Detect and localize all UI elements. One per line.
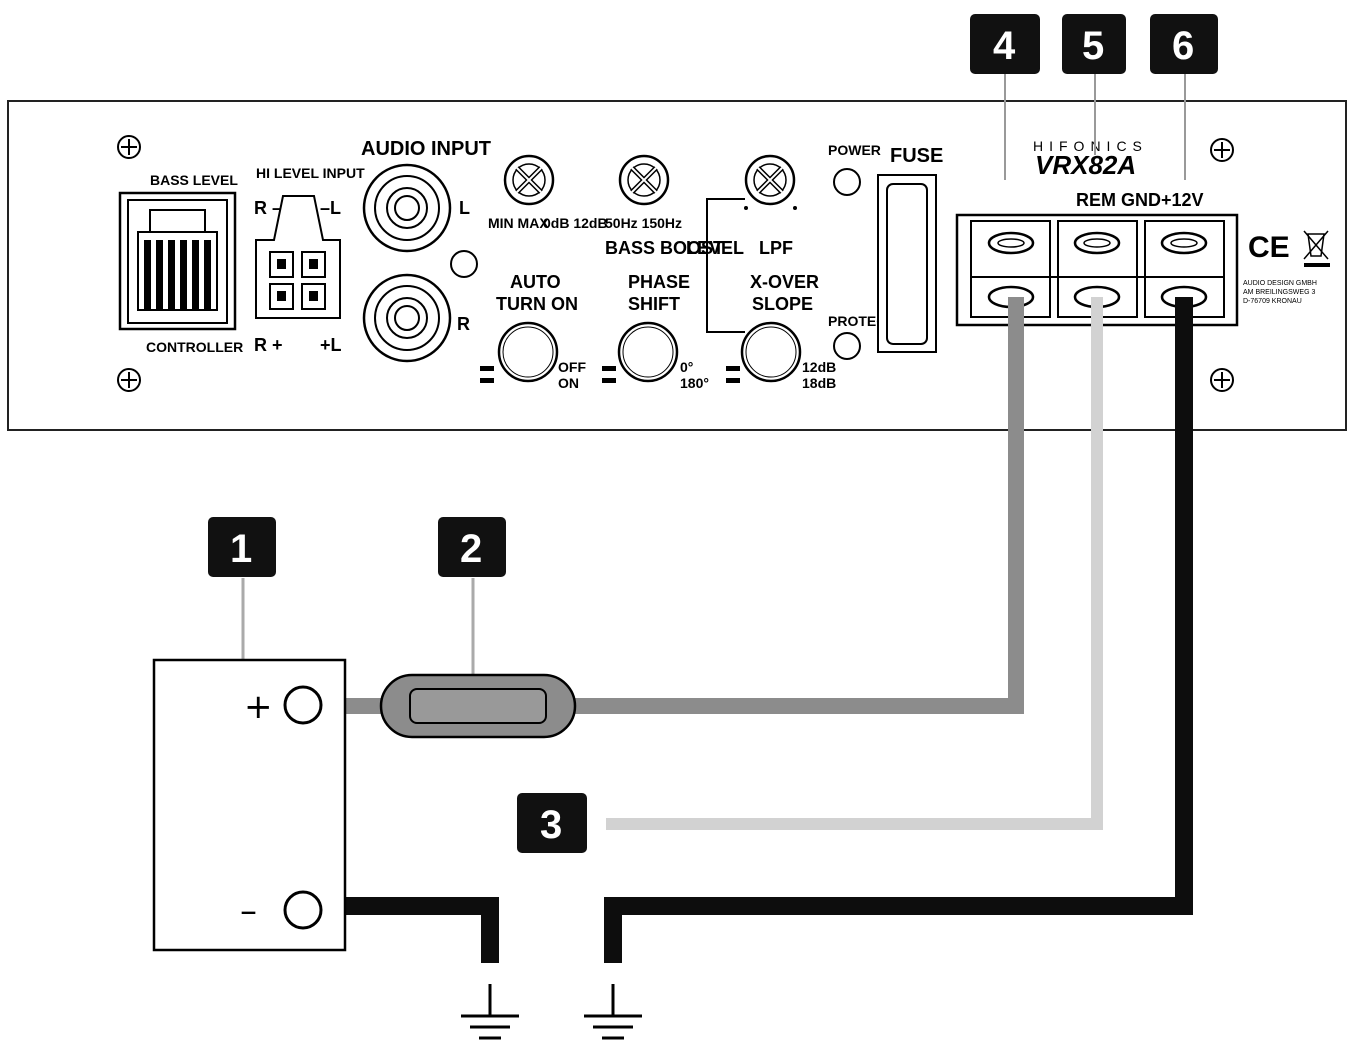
callout-badge-2: 2 — [438, 517, 506, 577]
level-label: LEVEL — [686, 238, 744, 258]
bass-boost-label: BASS BOOST — [605, 238, 724, 258]
callout-badge-4: 4 — [970, 14, 1040, 74]
power-led — [833, 168, 861, 196]
controller-jack[interactable] — [118, 191, 237, 331]
battery-positive-terminal[interactable] — [283, 685, 323, 725]
fuse-label: FUSE — [890, 145, 943, 167]
svg-text:1: 1 — [230, 527, 252, 571]
address-line-2: AM BREILINGSWEG 3 — [1243, 289, 1315, 296]
svg-text:4: 4 — [993, 24, 1016, 68]
auto-on-label: ON — [558, 375, 579, 391]
slope-18db-label: 18dB — [802, 375, 836, 391]
ground-icon — [461, 984, 519, 1040]
fuse-holder — [877, 174, 937, 353]
svg-text:6: 6 — [1172, 24, 1194, 68]
slope-12db-label: 12dB — [802, 359, 836, 375]
weee-bin-icon — [1303, 230, 1330, 267]
address-line-1: AUDIO DESIGN GMBH — [1243, 280, 1317, 287]
hi-r-plus-label: R + — [254, 335, 283, 355]
lpf-knob[interactable] — [744, 154, 797, 210]
switch-indicator — [480, 378, 494, 383]
terminal-screw-gnd[interactable] — [1073, 231, 1121, 309]
brand-name: HIFONICS — [1033, 138, 1148, 154]
switch-indicator — [602, 378, 616, 383]
auto-off-label: OFF — [558, 359, 586, 375]
phase-shift-switch[interactable] — [617, 321, 679, 383]
bass-boost-knob[interactable] — [618, 154, 670, 206]
xover-slope-label-1: X-OVER — [750, 272, 819, 292]
hi-level-input-label: HI LEVEL INPUT — [256, 165, 365, 181]
screw-icon — [117, 368, 141, 392]
screw-icon — [1210, 138, 1234, 162]
amp-ground-wire — [604, 297, 1193, 963]
battery-negative-terminal[interactable] — [283, 890, 323, 930]
xover-slope-switch[interactable] — [740, 321, 802, 383]
audio-input-label: AUDIO INPUT — [361, 138, 491, 160]
auto-turn-on-label-2: TURN ON — [496, 294, 578, 314]
level-knob[interactable] — [503, 154, 555, 206]
battery-plus-label: + — [244, 687, 273, 727]
hi-l-minus-label: –L — [320, 198, 341, 218]
xover-slope-label-2: SLOPE — [752, 294, 813, 314]
lpf-xover-bracket — [706, 198, 745, 333]
hi-r-minus-label: R – — [254, 198, 282, 218]
svg-text:5: 5 — [1082, 24, 1104, 68]
audio-r-label: R — [457, 314, 470, 334]
controller-label: CONTROLLER — [146, 339, 243, 355]
terminal-labels: REM GND+12V — [1076, 190, 1204, 210]
lpf-label: LPF — [759, 238, 793, 258]
screw-icon — [1210, 368, 1234, 392]
auto-turn-on-switch[interactable] — [497, 321, 559, 383]
auto-turn-on-label-1: AUTO — [510, 272, 561, 292]
hi-level-input-connector[interactable] — [255, 195, 341, 319]
audio-l-label: L — [459, 198, 470, 218]
remote-wire — [606, 297, 1103, 830]
phase-180-label: 180° — [680, 375, 709, 391]
callout-badge-3: 3 — [517, 793, 587, 853]
rca-input-right[interactable] — [362, 273, 452, 363]
address-line-3: D-76709 KRONAU — [1243, 298, 1302, 305]
battery-ground-wire — [320, 897, 499, 963]
callout-badge-1: 1 — [208, 517, 276, 577]
battery-minus-label: – — [240, 891, 257, 931]
switch-indicator — [726, 366, 740, 371]
bass-level-label: BASS LEVEL — [150, 172, 238, 188]
terminal-screw-12v[interactable] — [1160, 231, 1208, 309]
ground-icon — [584, 984, 642, 1040]
protect-led — [833, 332, 861, 360]
bass-boost-scale-label: 0dB 12dB — [543, 215, 608, 231]
phase-shift-label-2: SHIFT — [628, 294, 680, 314]
hi-l-plus-label: +L — [320, 335, 342, 355]
phase-shift-label-1: PHASE — [628, 272, 690, 292]
switch-indicator — [602, 366, 616, 371]
callout-badge-6: 6 — [1150, 14, 1218, 74]
svg-text:2: 2 — [460, 527, 482, 571]
level-scale-label: MIN MAX — [488, 215, 549, 231]
lpf-scale-label: 50Hz 150Hz — [605, 215, 682, 231]
svg-text:3: 3 — [540, 803, 562, 847]
power-led-label: POWER — [828, 142, 881, 158]
ce-mark: CE — [1248, 231, 1290, 264]
switch-indicator — [480, 366, 494, 371]
ground-post — [450, 250, 478, 278]
model-name: VRX82A — [1035, 150, 1136, 180]
callout-badge-5: 5 — [1062, 14, 1126, 74]
rca-input-left[interactable] — [362, 163, 452, 253]
phase-0-label: 0° — [680, 359, 693, 375]
inline-fuse-holder — [379, 673, 577, 739]
switch-indicator — [726, 378, 740, 383]
screw-icon — [117, 135, 141, 159]
